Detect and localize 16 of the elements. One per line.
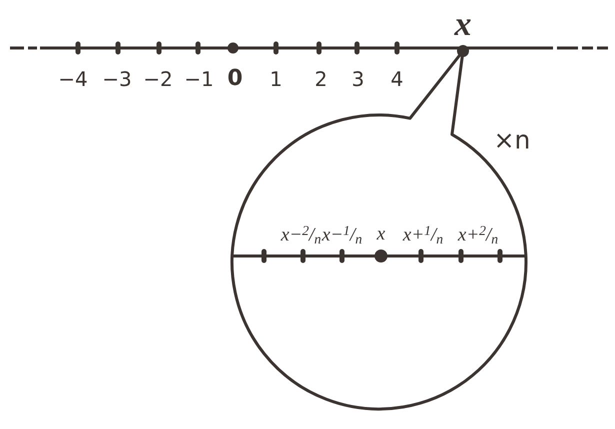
tick-label: 2: [314, 69, 328, 89]
tick-label: 3: [352, 69, 364, 89]
tick-label: −3: [102, 69, 132, 89]
tick-label: −1: [184, 69, 214, 89]
tick-label: 4: [390, 69, 404, 89]
tick-label: −4: [58, 69, 88, 89]
scale-factor-label: ×n: [494, 128, 530, 152]
tick-label: x−$^{2}$/$_{n}$: [280, 226, 322, 244]
tick-label: 1: [270, 69, 282, 89]
point-label: x: [454, 8, 472, 42]
tick-label: x+$^{1}$/$_{n}$: [402, 226, 444, 244]
tick-label: x−$^{1}$/$_{n}$: [322, 226, 362, 244]
tick-label: −2: [143, 69, 173, 89]
tick-label: x: [376, 224, 386, 244]
tick-label: x+$^{2}$/$_{n}$: [458, 226, 498, 244]
tick-label: 0: [227, 68, 243, 90]
